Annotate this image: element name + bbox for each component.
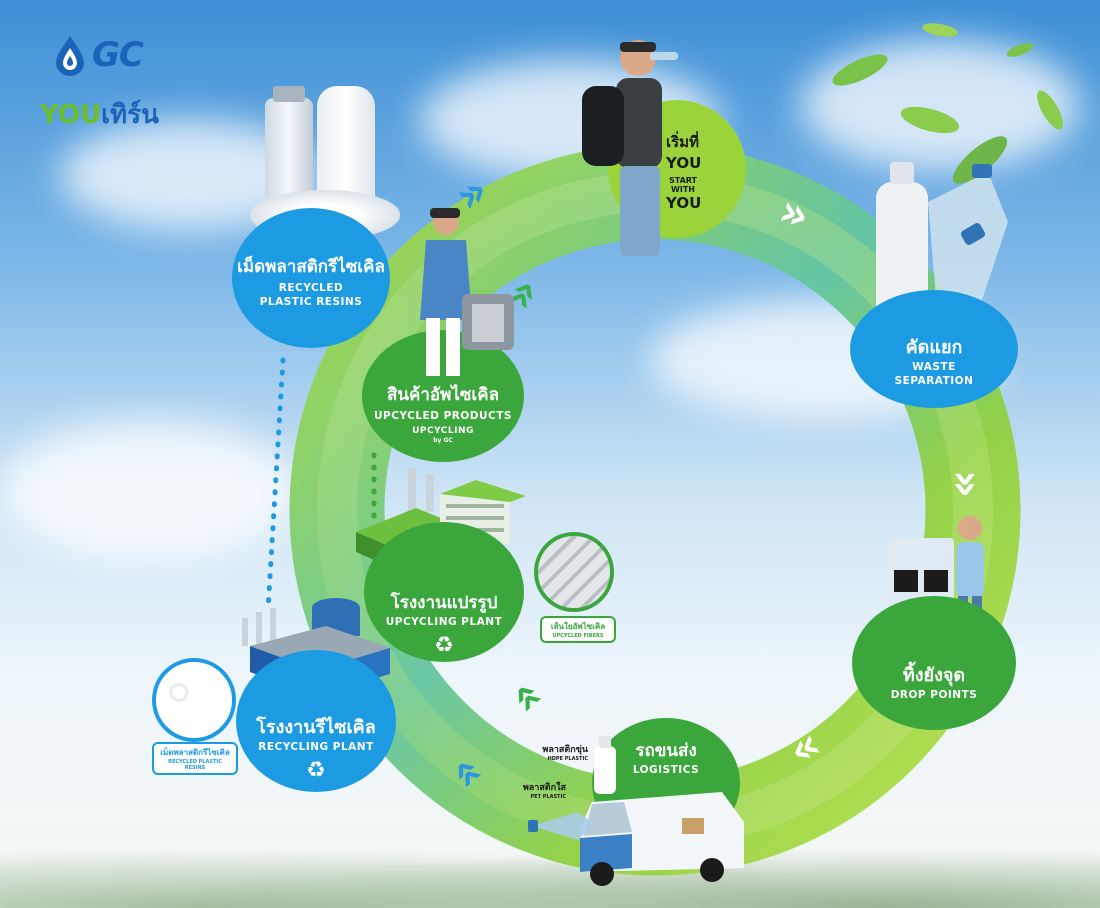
recycled-pellets-photo bbox=[152, 658, 236, 742]
hdpe-bottle-icon bbox=[594, 736, 616, 794]
node-waste-separation: คัดแยก WASTE SEPARATION bbox=[850, 290, 1018, 408]
recycle-icon: ♻ bbox=[306, 757, 326, 783]
hdpe-th: พลาสติกขุ่น bbox=[542, 745, 588, 755]
pet-label: พลาสติกใส PET PLASTIC bbox=[506, 780, 566, 800]
chevron-down-icon: » bbox=[941, 469, 993, 499]
upcycling-brand-by: by GC bbox=[433, 437, 453, 444]
start-th: เริ่มที่ bbox=[666, 133, 699, 151]
upcycled-fibers-photo bbox=[534, 532, 614, 612]
upcycled-en: UPCYCLED PRODUCTS bbox=[374, 409, 512, 422]
gc-logo: GC bbox=[52, 34, 144, 76]
recycling-plant-th: โรงงานรีไซเคิล bbox=[256, 717, 376, 738]
cloud bbox=[0, 420, 300, 560]
pet-th: พลาสติกใส bbox=[522, 783, 566, 793]
upcycling-plant-th: โรงงานแปรรูป bbox=[390, 593, 498, 613]
person-drinking-illustration bbox=[582, 40, 678, 256]
recycling-plant-en: RECYCLING PLANT bbox=[258, 740, 374, 753]
you-turn-logo: YOUเทิร์น bbox=[40, 94, 159, 135]
waste-en: WASTE SEPARATION bbox=[894, 360, 974, 387]
fibers-th: เส้นใยอัพไซเคิล bbox=[550, 622, 606, 631]
waste-th: คัดแยก bbox=[905, 337, 963, 358]
upcycling-brand: UPCYCLING bbox=[412, 425, 474, 436]
pellets-en: RECYCLED PLASTIC RESINS bbox=[168, 759, 222, 771]
gc-drop-icon bbox=[56, 36, 84, 76]
logistics-th: รถขนส่ง bbox=[635, 741, 697, 761]
fibers-en: UPCYCLED FIBERS bbox=[552, 633, 604, 639]
recycle-icon: ♻ bbox=[434, 632, 454, 658]
drop-en: DROP POINTS bbox=[890, 688, 978, 701]
pet-en: PET PLASTIC bbox=[530, 794, 567, 800]
upcycling-plant-en: UPCYCLING PLANT bbox=[385, 615, 503, 628]
person-with-bag-illustration bbox=[420, 208, 514, 376]
dotted-connector bbox=[265, 357, 286, 613]
start-you2: YOU bbox=[666, 194, 702, 212]
drop-th: ทิ้งยังจุด bbox=[902, 665, 966, 686]
node-upcycled-products: สินค้าอัพไซเคิล UPCYCLED PRODUCTS UPCYCL… bbox=[362, 330, 524, 462]
hdpe-en: HDPE PLASTIC bbox=[547, 756, 588, 762]
upcycled-fibers-label: เส้นใยอัพไซเคิล UPCYCLED FIBERS bbox=[540, 616, 616, 643]
you-logo-text: YOU bbox=[40, 100, 102, 130]
leaves bbox=[832, 23, 1063, 184]
learn-logo-text: เทิร์น bbox=[101, 100, 159, 130]
node-upcycling-plant: โรงงานแปรรูป UPCYCLING PLANT ♻ bbox=[364, 522, 524, 662]
resins-th: เม็ดพลาสติกรีไซเคิล bbox=[237, 257, 385, 277]
node-drop-points: ทิ้งยังจุด DROP POINTS bbox=[852, 596, 1016, 730]
upcycled-th: สินค้าอัพไซเคิล bbox=[386, 385, 500, 405]
node-recycling-plant: โรงงานรีไซเคิล RECYCLING PLANT ♻ bbox=[236, 650, 396, 792]
pellets-th: เม็ดพลาสติกรีไซเคิล bbox=[160, 748, 230, 757]
logistics-en: LOGISTICS bbox=[632, 763, 700, 776]
gc-logo-text: GC bbox=[92, 35, 144, 75]
resins-en: RECYCLED PLASTIC RESINS bbox=[259, 281, 363, 308]
node-recycled-resins: เม็ดพลาสติกรีไซเคิล RECYCLED PLASTIC RES… bbox=[232, 208, 390, 348]
cloud bbox=[800, 40, 1080, 170]
start-you1: YOU bbox=[666, 154, 702, 172]
hdpe-label: พลาสติกขุ่น HDPE PLASTIC bbox=[532, 742, 588, 762]
start-en: START WITH bbox=[668, 176, 698, 194]
delivery-van-illustration bbox=[580, 792, 744, 886]
pet-bottle-icon bbox=[528, 812, 594, 840]
recycled-pellets-label: เม็ดพลาสติกรีไซเคิล RECYCLED PLASTIC RES… bbox=[152, 742, 238, 775]
